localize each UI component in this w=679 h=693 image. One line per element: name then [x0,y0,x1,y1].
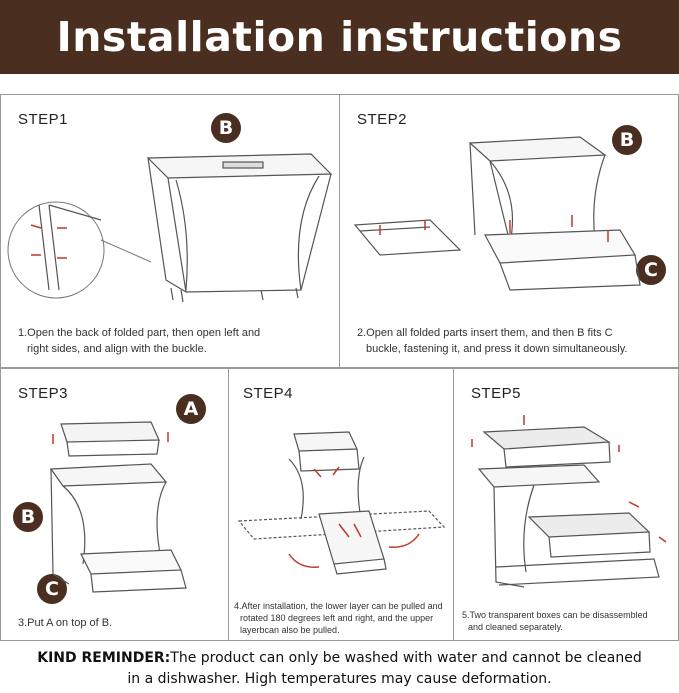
step3-panel: STEP3 A B C 3.Put A on top of B. [0,368,229,641]
badge-a: A [176,394,206,424]
kind-reminder: KIND REMINDER:The product can only be wa… [0,648,679,693]
step4-label: STEP4 [243,385,294,402]
step1-desc: 1.Open the back of folded part, then ope… [18,327,261,355]
badge-b: B [211,113,241,143]
badge-b: B [13,502,43,532]
step1-illustration [7,153,333,303]
step3-label: STEP3 [18,385,69,402]
step4-illustration [237,431,446,575]
step2-panel: STEP2 B C 2.Open all folded parts insert… [339,94,679,368]
page-title: Installation instructions [56,13,623,61]
step5-label: STEP5 [471,385,522,402]
step5-illustration [471,415,667,588]
step3-illustration [49,421,187,593]
step5-desc: 5.Two transparent boxes can be disassemb… [462,610,648,632]
step2-illustration [353,136,641,291]
step4-desc: 4.After installation, the lower layer ca… [234,601,443,635]
reminder-label: KIND REMINDER: [37,650,171,666]
step2-desc: 2.Open all folded parts insert them, and… [357,327,628,355]
step5-panel: STEP5 5.Two transparent boxes can be dis… [453,368,679,641]
badge-b: B [612,125,642,155]
step1-panel: STEP1 B 1.Open the back of folded part, … [0,94,340,368]
step4-panel: STEP4 4.After installation, the lower la… [228,368,454,641]
reminder-text-1: The product can only be washed with wate… [170,650,642,666]
step3-desc: 3.Put A on top of B. [18,617,113,629]
badge-c: C [636,255,666,285]
step1-label: STEP1 [18,111,69,128]
step2-label: STEP2 [357,111,408,128]
header-banner: Installation instructions [0,0,679,74]
reminder-text-2: in a dishwasher. High temperatures may c… [127,671,552,687]
